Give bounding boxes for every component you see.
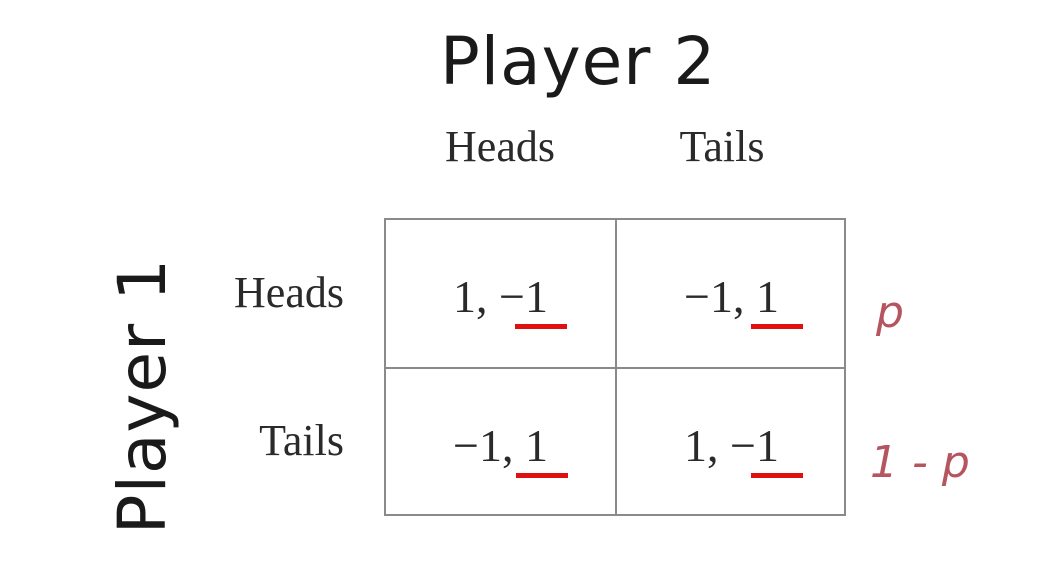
payoff-cell-heads-tails: −1, 1: [617, 220, 846, 367]
best-response-underline: [515, 324, 567, 329]
payoff-cell-tails-heads: −1, 1: [386, 369, 615, 516]
row-header-tails: Tails: [259, 416, 344, 465]
row-header-heads: Heads: [234, 268, 344, 317]
probability-one-minus-p: 1 - p: [870, 437, 970, 488]
payoff-matrix: 1, −1 −1, 1 −1, 1 1, −1: [384, 218, 846, 516]
payoff-cell-heads-heads: 1, −1: [386, 220, 615, 367]
best-response-underline: [751, 324, 803, 329]
column-header-tails: Tails: [679, 122, 765, 171]
payoff-value: 1, −1: [453, 271, 548, 322]
matrix-horizontal-divider: [386, 367, 844, 369]
best-response-underline: [751, 473, 803, 478]
column-header-heads: Heads: [445, 122, 555, 171]
payoff-value: 1, −1: [684, 420, 779, 471]
payoff-value: −1, 1: [684, 271, 779, 322]
best-response-underline: [516, 473, 568, 478]
probability-p: p: [876, 287, 904, 338]
player2-title: Player 2: [440, 23, 717, 100]
payoff-value: −1, 1: [453, 420, 548, 471]
payoff-cell-tails-tails: 1, −1: [617, 369, 846, 516]
